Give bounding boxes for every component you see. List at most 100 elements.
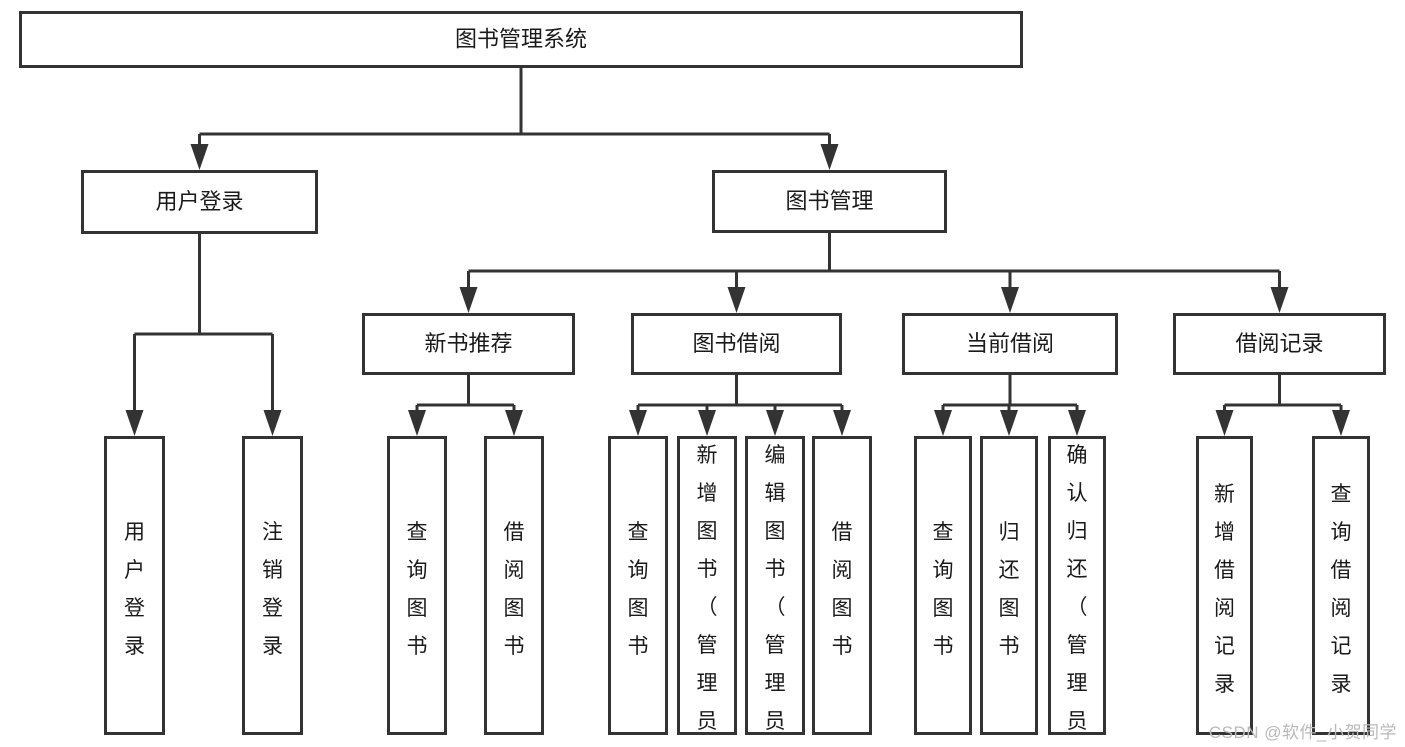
leaf-label-char: 录 xyxy=(1214,673,1235,696)
leaf-label-char: 图 xyxy=(999,597,1020,620)
leaf-label-char: （ xyxy=(697,596,718,619)
leaf-label-char: 书 xyxy=(765,558,786,581)
leaf-label-char: 查 xyxy=(407,521,428,544)
node-rect xyxy=(1173,313,1386,375)
leaf-label-char: 新 xyxy=(697,444,718,467)
leaf-label-char: 编 xyxy=(765,444,786,467)
leaf-label-char: 管 xyxy=(765,634,786,657)
leaf-label-char: 注 xyxy=(262,521,283,544)
leaf-label-char: 图 xyxy=(628,597,649,620)
arrow-head-icon xyxy=(125,410,144,436)
leaf-label-char: 记 xyxy=(1214,635,1235,658)
leaf-label-char: （ xyxy=(1067,596,1088,619)
leaf-label-char: 询 xyxy=(933,559,954,582)
node-label: 图书借阅 xyxy=(692,331,780,356)
leaf-label-char: 增 xyxy=(697,482,718,505)
node-rect xyxy=(812,436,872,735)
leaf-label-char: 借 xyxy=(1214,559,1235,582)
node-rect xyxy=(242,436,303,735)
leaf-node-box[interactable]: 用户登录 xyxy=(104,436,165,735)
arrow-head-icon xyxy=(1270,287,1289,313)
node-rect xyxy=(745,436,805,735)
leaf-label-char: 图 xyxy=(407,597,428,620)
leaf-label-char: 记 xyxy=(1331,635,1352,658)
arrow-head-icon xyxy=(505,410,523,436)
leaf-label-char: 理 xyxy=(1067,672,1088,695)
leaf-label-char: 辑 xyxy=(765,482,786,505)
leaf-label-char: 借 xyxy=(1331,559,1352,582)
leaf-label-char: 图 xyxy=(933,597,954,620)
node-rect xyxy=(1312,436,1370,735)
node-rect xyxy=(677,436,737,735)
leaf-label-char: 阅 xyxy=(504,559,525,582)
arrow-head-icon xyxy=(1001,287,1019,313)
arrow-head-icon xyxy=(698,410,716,436)
node-rect xyxy=(1048,436,1106,735)
leaf-label-char: 确 xyxy=(1067,444,1088,467)
leaf-label-char: 询 xyxy=(407,559,428,582)
arrow-head-icon xyxy=(934,410,952,436)
leaf-label-char: 询 xyxy=(1331,521,1352,544)
node-box[interactable]: 图书管理 xyxy=(712,170,947,233)
leaf-label-char: 录 xyxy=(1331,673,1352,696)
node-box[interactable]: 新书推荐 xyxy=(362,313,575,375)
leaf-label-char: 图 xyxy=(697,520,718,543)
leaf-label-char: 图 xyxy=(504,597,525,620)
node-rect xyxy=(608,436,668,735)
node-box[interactable]: 用户登录 xyxy=(81,170,318,234)
leaf-label-char: 书 xyxy=(832,635,853,658)
leaf-label-char: 归 xyxy=(1067,520,1088,543)
node-rect xyxy=(902,313,1118,375)
leaf-label-char: 书 xyxy=(697,558,718,581)
arrow-head-icon xyxy=(727,287,746,313)
leaf-label-char: 管 xyxy=(697,634,718,657)
node-rect xyxy=(484,436,544,735)
node-rect xyxy=(1196,436,1253,735)
node-rect xyxy=(19,11,1023,68)
arrow-head-icon xyxy=(459,287,478,313)
leaf-label-char: 理 xyxy=(765,672,786,695)
arrow-head-icon xyxy=(408,410,426,436)
node-layer: 图书管理系统用户登录图书管理用户登录注销登录新书推荐查询图书借阅图书图书借阅查询… xyxy=(19,11,1386,747)
leaf-label-char: 归 xyxy=(999,521,1020,544)
leaf-label-char: 理 xyxy=(697,672,718,695)
node-label: 图书管理系统 xyxy=(455,26,587,51)
leaf-label-char: 询 xyxy=(628,559,649,582)
node-box[interactable]: 图书借阅 xyxy=(631,313,842,375)
node-rect xyxy=(104,436,165,735)
arrow-head-icon xyxy=(629,410,647,436)
arrow-head-icon xyxy=(190,144,209,170)
leaf-label-char: 员 xyxy=(765,710,786,733)
leaf-label-char: 借 xyxy=(504,521,525,544)
leaf-label-char: 借 xyxy=(832,521,853,544)
leaf-label-char: 还 xyxy=(1067,558,1088,581)
leaf-label-char: 书 xyxy=(504,635,525,658)
arrow-head-icon xyxy=(1000,410,1018,436)
leaf-label-char: 查 xyxy=(933,521,954,544)
leaf-label-char: 管 xyxy=(1067,634,1088,657)
node-box[interactable]: 借阅记录 xyxy=(1173,313,1386,375)
leaf-label-char: 录 xyxy=(124,635,145,658)
node-box[interactable]: 图书管理系统 xyxy=(19,11,1023,68)
arrow-head-icon xyxy=(1068,410,1086,436)
node-rect xyxy=(712,170,947,233)
node-label: 图书管理 xyxy=(785,188,873,213)
node-box[interactable]: 当前借阅 xyxy=(902,313,1118,375)
leaf-label-char: 阅 xyxy=(1214,597,1235,620)
arrow-head-icon xyxy=(1332,410,1350,436)
node-rect xyxy=(387,436,447,735)
